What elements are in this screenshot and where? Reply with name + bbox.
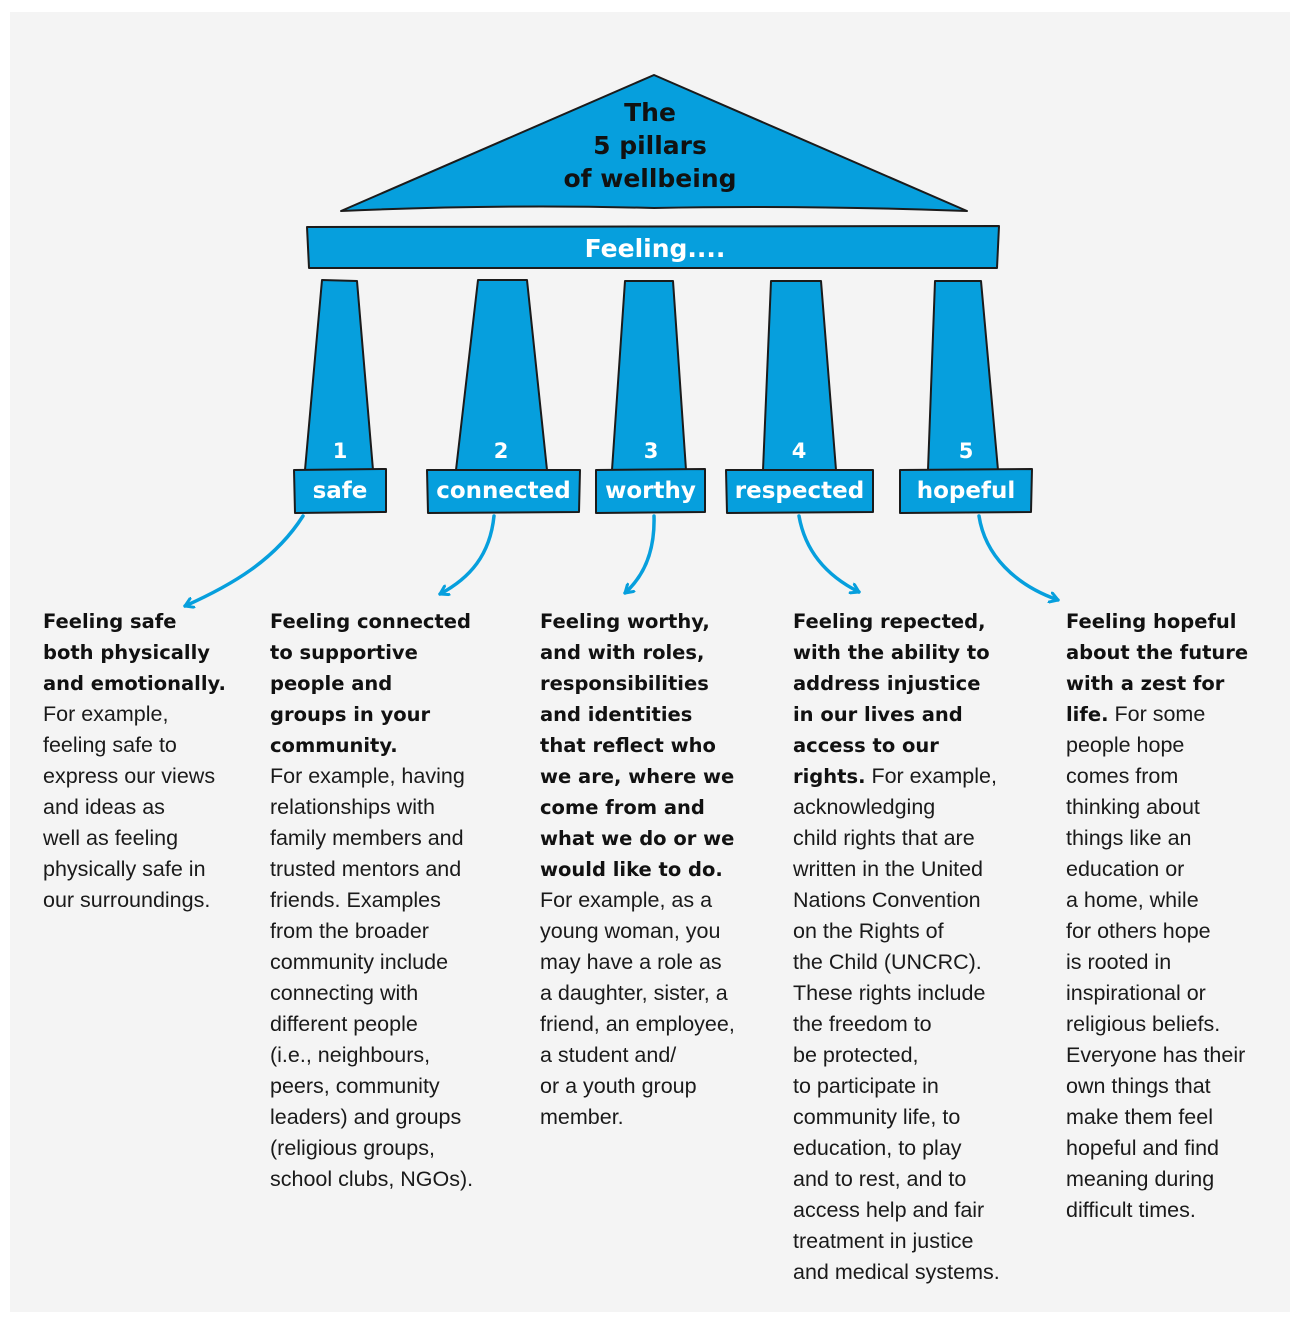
description-safe-heading: Feeling safe both physically and emotion… [43,610,226,695]
pillar-word-safe: safe [312,478,368,504]
pillar-number-1: 1 [332,439,348,463]
pillar-number-5: 5 [958,439,974,463]
arrow-safe [183,514,305,606]
description-safe-body: For example, feeling safe to express our… [43,702,216,912]
arrow-hopeful [977,514,1060,600]
arrow-connected [438,514,496,594]
description-connected-body: For example, having relationships with f… [270,764,474,1191]
description-hopeful: Feeling hopeful about the future with a … [1066,606,1281,1226]
pillar-base-1 [293,468,387,514]
arrow-worthy [623,514,656,595]
title-line-1: The [624,98,676,127]
beam-label: Feeling.... [584,234,726,263]
description-connected-heading: Feeling connected to supportive people a… [270,610,471,757]
diagram-title: The 5 pillars of wellbeing [520,96,780,195]
pillar-word-worthy: worthy [605,478,696,504]
arrow-respected [797,514,861,592]
description-hopeful-heading: Feeling hopeful about the future with a … [1066,610,1249,726]
description-hopeful-body: For some people hope comes from thinking… [1066,702,1246,1222]
description-worthy-body: For example, as a young woman, you may h… [540,888,735,1129]
title-line-3: of wellbeing [563,164,737,193]
description-worthy-heading: Feeling worthy, and with roles, responsi… [540,610,735,881]
pillar-word-hopeful: hopeful [916,478,1016,504]
pillar-number-2: 2 [493,439,509,463]
pillar-base-5 [899,468,1033,514]
pillar-word-respected: respected [734,478,865,504]
temple-beam [306,225,1000,269]
description-safe: Feeling safe both physically and emotion… [43,606,253,916]
description-respected-heading: Feeling repected, with the ability to ad… [793,610,990,788]
description-respected-body: For example, acknowledging child rights … [793,764,1000,1284]
pillar-base-3 [595,468,706,514]
pillar-base-2 [426,469,581,514]
pillar-base-4 [725,469,874,514]
pillar-word-connected: connected [436,478,571,504]
description-worthy: Feeling worthy, and with roles, responsi… [540,606,780,1133]
pillar-number-3: 3 [643,439,659,463]
title-line-2: 5 pillars [593,131,707,160]
description-respected: Feeling repected, with the ability to ad… [793,606,1043,1288]
temple-roof [340,74,968,212]
pillar-number-4: 4 [791,439,807,463]
description-connected: Feeling connected to supportive people a… [270,606,520,1195]
